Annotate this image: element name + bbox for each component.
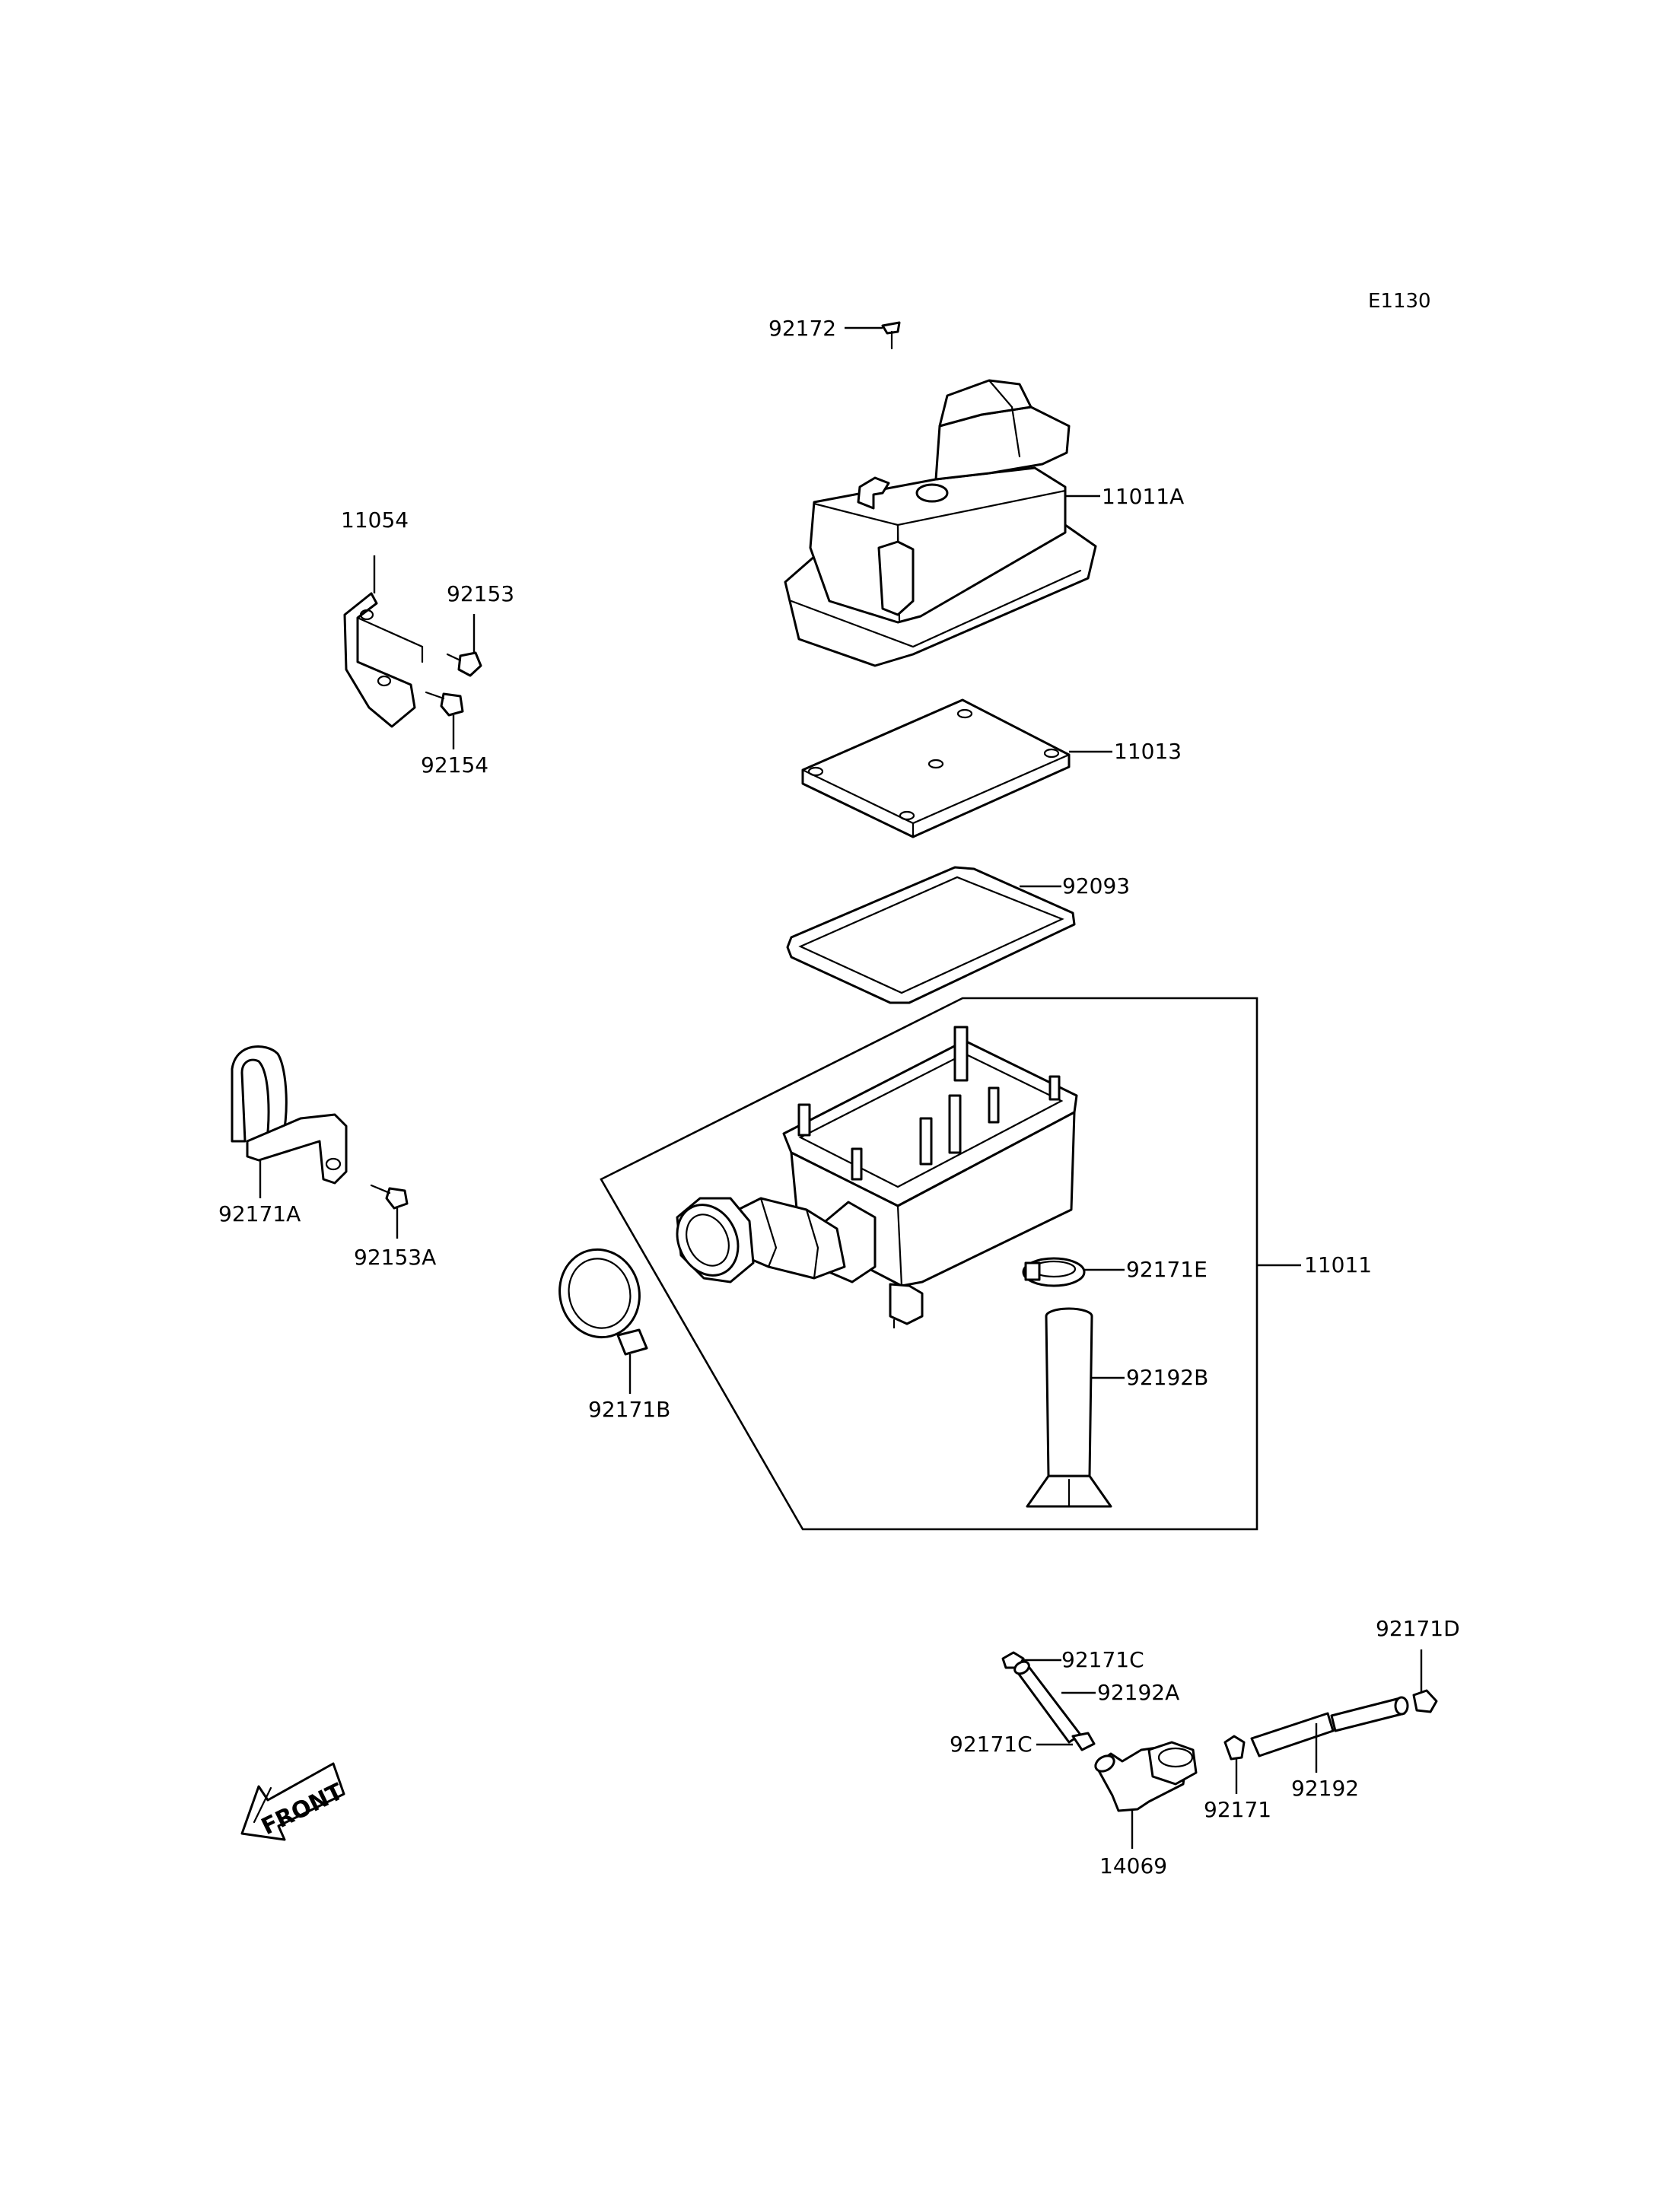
label-11013: 11013 [1114, 739, 1182, 764]
label-11011: 11011 [1304, 1252, 1372, 1277]
label-92153: 92153 [447, 581, 514, 606]
clip-92171D [1412, 1649, 1438, 1713]
breather-fitting-14069 [1094, 1741, 1198, 1849]
bracket-11054 [343, 555, 424, 728]
air-cleaner-cover-11011A [784, 379, 1100, 667]
clip-92171 [1223, 1735, 1246, 1794]
label-92171A: 92171A [218, 1201, 301, 1226]
label-11054: 11054 [341, 507, 409, 533]
screw-92172 [845, 321, 901, 350]
label-92171C-bottom: 92171C [950, 1732, 1032, 1757]
label-92171D: 92171D [1376, 1616, 1460, 1641]
label-92154: 92154 [421, 752, 488, 778]
label-92172: 92172 [768, 316, 836, 341]
label-92192: 92192 [1291, 1776, 1359, 1801]
label-92171: 92171 [1204, 1797, 1271, 1822]
label-92192B: 92192B [1126, 1365, 1208, 1390]
hose-92192 [1250, 1696, 1409, 1773]
clip-92171C-bottom [1036, 1732, 1096, 1751]
label-14069: 14069 [1099, 1853, 1167, 1878]
air-cleaner-case [676, 1026, 1078, 1329]
clamp-bracket-92171A [231, 1045, 348, 1198]
assembly-frame-11011 [600, 997, 1258, 1531]
label-92171B: 92171B [588, 1397, 670, 1422]
bolt-92153 [446, 614, 482, 677]
label-92171C-top: 92171C [1061, 1647, 1144, 1672]
label-92171E: 92171E [1126, 1257, 1208, 1282]
bolt-92154 [425, 691, 464, 749]
diagram-code: E1130 [1368, 290, 1431, 313]
front-arrow-icon: FRONT [240, 1762, 348, 1841]
clamp-92171E [1022, 1257, 1125, 1287]
label-11011A: 11011A [1102, 484, 1184, 509]
label-92192A: 92192A [1097, 1680, 1179, 1705]
drain-tube-92192B [1026, 1307, 1125, 1508]
bolt-92153A [370, 1184, 409, 1239]
label-92153A: 92153A [354, 1245, 436, 1270]
air-filter-element-11013 [801, 698, 1112, 838]
hose-clamp-92171B [558, 1248, 648, 1394]
clip-92171C-top [1001, 1651, 1061, 1669]
label-92093: 92093 [1062, 873, 1130, 899]
gasket-92093 [786, 866, 1076, 1004]
